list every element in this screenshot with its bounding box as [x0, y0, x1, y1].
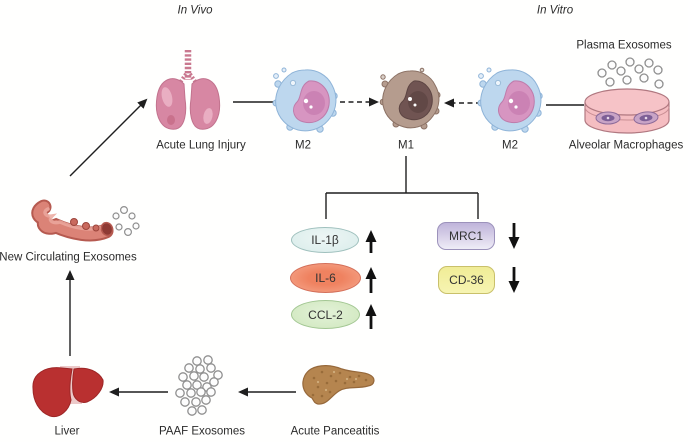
m1-macrophage-icon [379, 67, 441, 130]
marker-pill-il6: IL-6 [290, 263, 361, 293]
bracket-m1-outputs [325, 156, 479, 219]
acute-lung-injury-label: Acute Lung Injury [156, 139, 246, 152]
m2-macrophage-right-icon [477, 67, 543, 133]
section-label-in-vitro: In Vitro [536, 4, 574, 17]
plasma-exosomes-label: Plasma Exosomes [576, 39, 672, 52]
regulation-arrows [365, 223, 520, 329]
petri-dish-icon [584, 88, 670, 134]
arrow-vessel-to-lungs [69, 98, 148, 177]
plasma-exosome-circles-icon [597, 57, 664, 89]
connector-lines [65, 97, 584, 397]
circulating-exosome-circles-icon [112, 206, 140, 237]
m2-macrophage-left-icon [272, 67, 338, 133]
marker-pill-il1b: IL-1β [291, 227, 359, 253]
acute-pancreatitis-label: Acute Panceatitis [290, 425, 380, 438]
pancreas-icon [302, 365, 375, 405]
liver-icon [32, 366, 104, 418]
cultured-macrophage-icon [633, 111, 659, 125]
paaf-exosome-circles-icon [175, 355, 223, 416]
m2-right-label: M2 [502, 139, 518, 152]
paaf-exosomes-label: PAAF Exosomes [158, 425, 246, 438]
cultured-macrophage-icon [595, 111, 621, 125]
marker-pill-mrc1: MRC1 [437, 222, 495, 250]
m1-label: M1 [398, 139, 414, 152]
new-circulating-exosomes-label: New Circulating Exosomes [0, 251, 137, 264]
section-label-in-vivo: In Vivo [177, 4, 213, 17]
marker-pill-cd36: CD-36 [438, 266, 495, 294]
m2-left-label: M2 [295, 139, 311, 152]
marker-pill-ccl2: CCL-2 [291, 300, 360, 329]
liver-label: Liver [54, 425, 80, 438]
alveolar-macrophages-label: Alveolar Macrophages [568, 139, 684, 152]
lungs-icon [155, 50, 221, 130]
blood-vessel-icon [31, 199, 140, 242]
